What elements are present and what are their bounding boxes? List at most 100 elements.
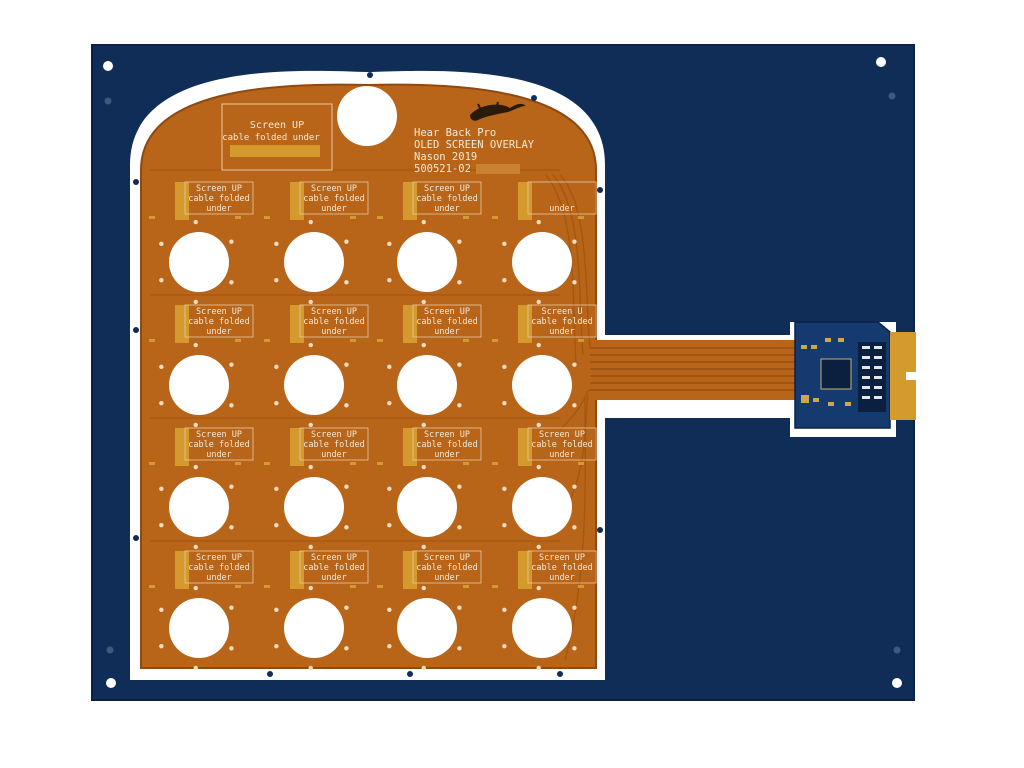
smd-pad [350,585,356,588]
via-dot [502,607,507,613]
cell-label-l1: Screen UP [311,430,357,440]
via-dot [193,665,198,671]
via-dot [387,400,392,406]
cell-label-l1: Screen UP [539,430,585,440]
cell-connector [175,305,189,343]
smd-pad [149,585,155,588]
smd-pad [350,339,356,342]
smd-pad [264,216,270,219]
interface-board [794,321,916,429]
smd-pad [578,216,584,219]
via-dot [572,403,577,408]
via-dot [344,362,349,367]
via-dot [229,605,234,610]
via-dot [502,400,507,406]
via-dot [387,643,392,649]
via-dot [421,299,426,305]
via-dot [229,484,234,489]
smd-pad [463,216,469,219]
top-hole [337,86,397,146]
via-dot [193,299,198,305]
title-block: Hear Back Pro OLED SCREEN OVERLAY Nason … [414,127,535,175]
cell-label-box [184,427,254,461]
cell-label-l1: Screen UP [424,307,470,317]
cell-label-box [527,550,597,584]
smd-pad [377,462,383,465]
via-dot [308,665,313,671]
via-dot [193,585,198,591]
via-dot [274,277,279,283]
via-dot [536,422,541,428]
cell-label-l2: cable folded [188,194,249,204]
row-traces [150,169,560,542]
key-hole [512,477,572,537]
cell-connector [403,551,417,589]
cell-label-box [412,181,482,215]
via-dot [159,486,164,492]
top-label-line1: Screen UP [250,120,304,131]
via-dot [308,464,313,470]
via-dot [344,484,349,489]
cell-connector [518,428,532,466]
cell-label-l3: under [206,450,232,460]
gecko-logo [470,101,526,121]
cell-label-l1: Screen UP [196,553,242,563]
via-dot [457,280,462,285]
via-dot [457,525,462,530]
cell-label-l2: cable folded [416,563,477,573]
via-dot [421,219,426,225]
smd-pad [578,462,584,465]
key-hole [284,355,344,415]
via-dot [502,364,507,370]
via-dot [344,239,349,244]
via-dot [274,400,279,406]
barcode-patch [476,164,520,174]
connector-notch [906,372,916,380]
via-dot [457,605,462,610]
cell-connector [518,551,532,589]
cell-label-l2: cable folded [188,317,249,327]
cell-connector [290,305,304,343]
cell-connector [403,305,417,343]
smd-pad [377,216,383,219]
via-dot [229,403,234,408]
cell-label-l1: Screen UP [424,430,470,440]
key-hole [512,232,572,292]
via-dot [421,585,426,591]
via-dot [421,665,426,671]
via-dot [344,403,349,408]
cell-label-l2: cable folded [531,440,592,450]
cell-label-box [527,427,597,461]
via-dot [308,585,313,591]
via-dot [457,403,462,408]
cell-connector [518,305,532,343]
cell-label-l3: under [321,327,347,337]
cell-label-l2: cable folded [303,317,364,327]
via-dot [536,342,541,348]
via-dot [536,299,541,305]
cell-label-l3: under [434,327,460,337]
via-dot [457,362,462,367]
header-pins [862,346,882,399]
cell-label-l1: Screen UP [196,184,242,194]
cell-connector [175,551,189,589]
via-dot [502,522,507,528]
via-dot [193,342,198,348]
top-label-line2: cable folded under [222,133,320,143]
cell-label-box [412,427,482,461]
via-dot [229,646,234,651]
smd-pad [350,216,356,219]
cell-label-l2: cable folded [303,194,364,204]
key-hole [397,355,457,415]
via-dot [274,486,279,492]
cell-label-l2: cable folded [303,563,364,573]
cell-label-l1: Screen UP [311,553,357,563]
cell-label-l2: cable folded [188,440,249,450]
cell-label-l2: cable folded [531,563,592,573]
